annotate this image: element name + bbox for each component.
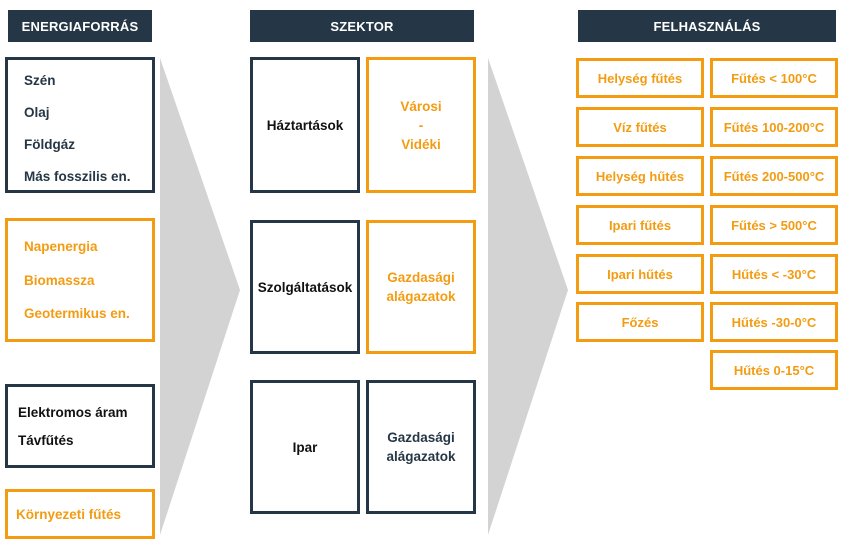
grid-sources-box: Elektromos áram Távfűtés [5,384,155,468]
temp-cool-0-15: Hűtés 0-15°C [710,350,838,390]
temp-heat-above-500: Fűtés > 500°C [710,205,838,245]
sector-households-detail: Városi - Vidéki [366,57,476,193]
header-energy-source: ENERGIAFORRÁS [8,10,152,42]
source-electricity: Elektromos áram [18,405,128,420]
temp-heat-200-500: Fűtés 200-500°C [710,156,838,196]
sector-services-detail: Gazdasági alágazatok [366,220,476,354]
sector-services-label: Szolgáltatások [257,279,353,295]
flow-arrow-sector-to-use [488,58,568,535]
source-oil: Olaj [24,105,50,120]
header-use: FELHASZNÁLÁS [578,10,836,42]
sector-services: Szolgáltatások [250,220,360,354]
households-urban-label: Városi [400,98,442,114]
use-space-cooling: Helység hűtés [576,156,704,196]
sector-households-label: Háztartások [266,117,344,133]
header-sector: SZEKTOR [250,10,474,42]
source-ambient-heat: Környezeti fűtés [16,507,122,522]
temp-cool-minus30-0: Hűtés -30-0°C [710,302,838,342]
fossil-sources-box: Szén Olaj Földgáz Más fosszilis en. [5,57,155,193]
temp-cool-below-minus30: Hűtés < -30°C [710,254,838,294]
source-geothermal: Geotermikus en. [24,306,130,321]
temp-heat-below-100: Fűtés < 100°C [710,58,838,98]
temp-heat-100-200: Fűtés 100-200°C [710,107,838,147]
sector-industry: Ipar [250,380,360,514]
services-subsector-label-1: Gazdasági [387,270,455,285]
households-rural-label: Vidéki [401,136,441,152]
source-other-fossil: Más fosszilis en. [24,169,131,184]
use-cooking: Főzés [576,302,704,342]
industry-subsector-label-1: Gazdasági [387,430,455,445]
use-space-heating: Helység fűtés [576,58,704,98]
households-dash-label: - [418,117,424,133]
source-natural-gas: Földgáz [24,137,75,152]
ambient-heat-box: Környezeti fűtés [5,489,155,539]
sector-households: Háztartások [250,57,360,193]
use-industrial-cooling: Ipari hűtés [576,254,704,294]
renewable-sources-box: Napenergia Biomassza Geotermikus en. [5,218,155,342]
use-industrial-heating: Ipari fűtés [576,205,704,245]
industry-subsector-label-2: alágazatok [386,449,456,464]
flow-arrow-source-to-sector [160,58,240,535]
source-district-heating: Távfűtés [18,433,74,448]
source-biomass: Biomassza [24,273,95,288]
sector-industry-detail: Gazdasági alágazatok [366,380,476,514]
source-coal: Szén [24,73,56,88]
use-water-heating: Víz fűtés [576,107,704,147]
services-subsector-label-2: alágazatok [386,289,456,304]
source-solar: Napenergia [24,239,98,254]
sector-industry-label: Ipar [292,439,318,455]
